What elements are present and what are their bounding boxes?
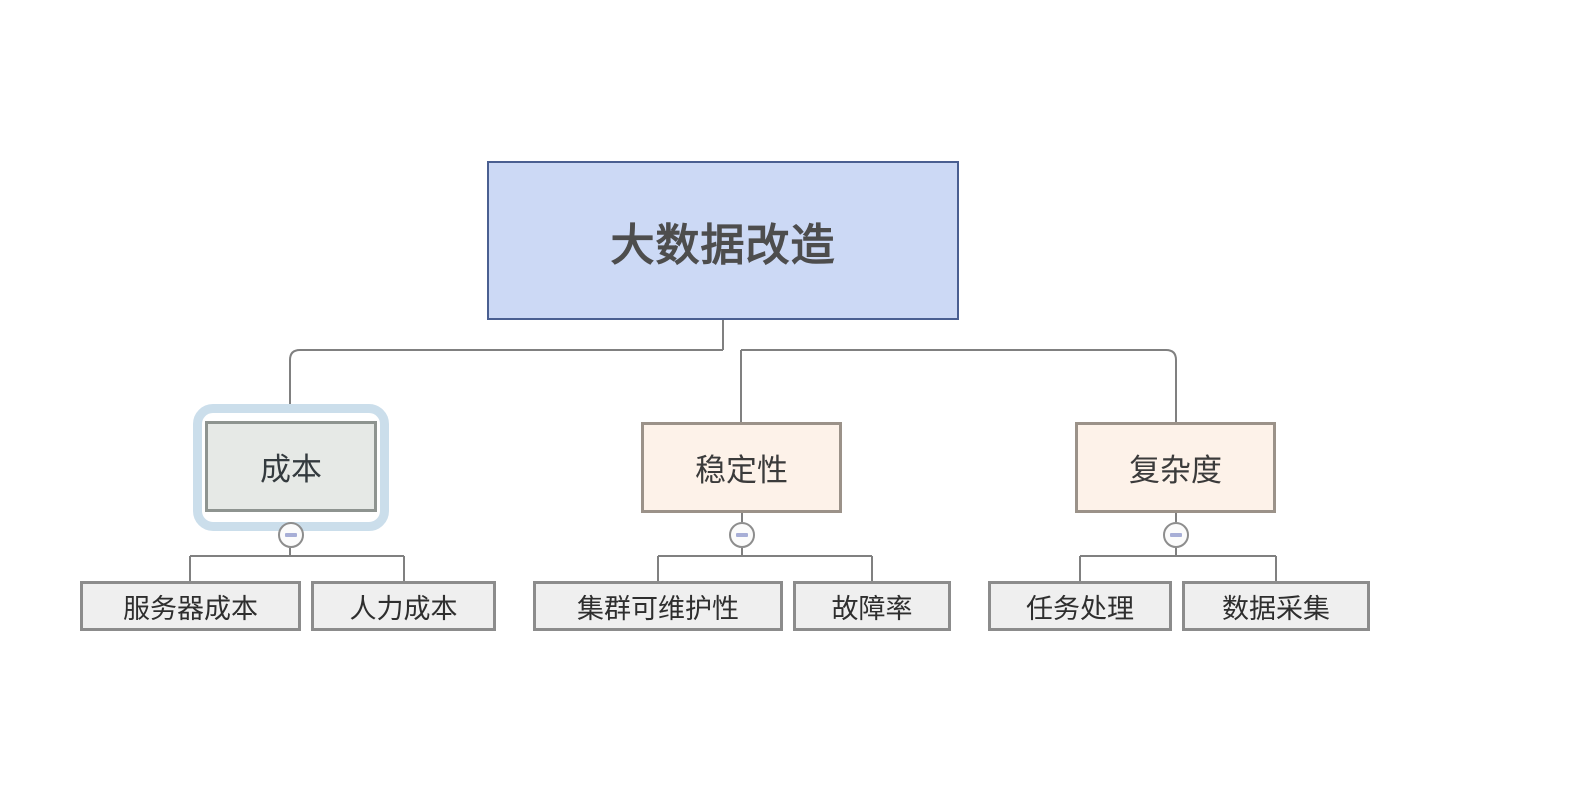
node-leaf-failure-rate[interactable]: 故障率 [793, 581, 951, 631]
node-root[interactable]: 大数据改造 [487, 161, 959, 320]
minus-circle-icon-cost[interactable] [278, 522, 304, 548]
node-leaf-task-processing[interactable]: 任务处理 [988, 581, 1172, 631]
minus-circle-icon-complexity[interactable] [1163, 522, 1189, 548]
node-branch-stability[interactable]: 稳定性 [641, 422, 842, 513]
node-leaf-server-cost[interactable]: 服务器成本 [80, 581, 301, 631]
edge-root-to-complexity [741, 349, 1177, 422]
node-leaf-labor-cost[interactable]: 人力成本 [311, 581, 496, 631]
minus-glyph [1170, 533, 1182, 537]
minus-glyph [285, 533, 297, 537]
node-branch-complexity[interactable]: 复杂度 [1075, 422, 1276, 513]
node-leaf-cluster-maintainability[interactable]: 集群可维护性 [533, 581, 783, 631]
node-leaf-data-collection[interactable]: 数据采集 [1182, 581, 1370, 631]
minus-glyph [736, 533, 748, 537]
node-branch-cost[interactable]: 成本 [205, 421, 377, 512]
minus-circle-icon-stability[interactable] [729, 522, 755, 548]
